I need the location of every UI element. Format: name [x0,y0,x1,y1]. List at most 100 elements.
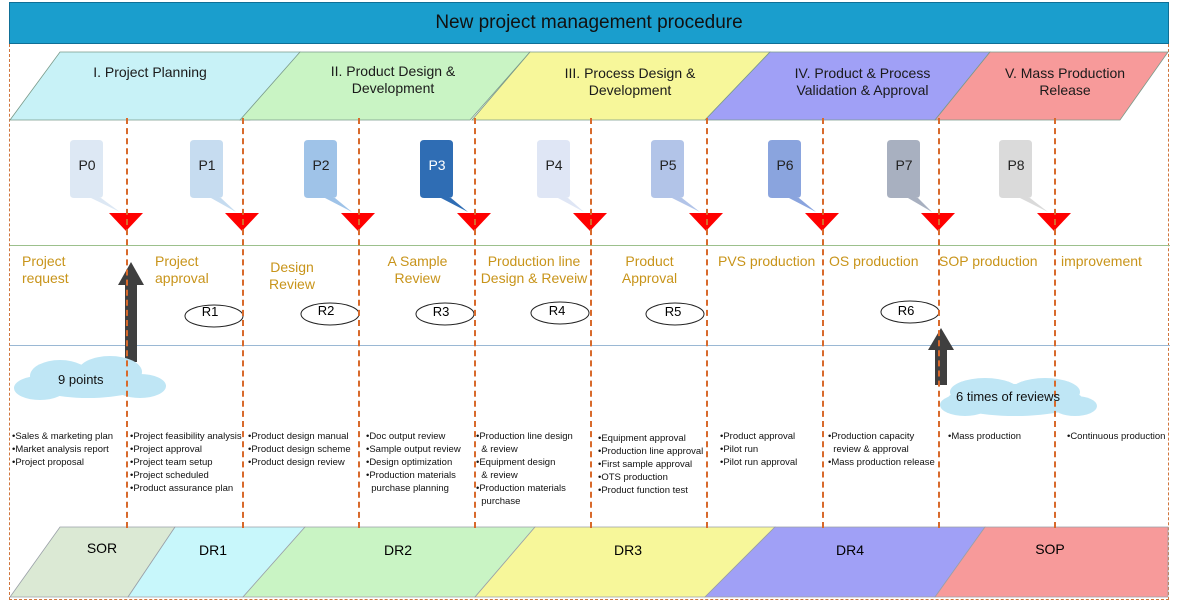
gate-line-2 [358,118,360,528]
gate-callout-p6 [768,140,816,212]
activity-list-8: •Mass production [948,430,1021,443]
milestone-shape-sop [934,526,1169,598]
phase-label-5: V. Mass Production Release [1004,65,1126,98]
step-project-request: Project request [22,253,69,286]
activity-item: •Pilot run [720,444,759,455]
note-points: 9 points [58,372,104,387]
step-project-approval: Project approval [155,253,209,286]
gate-line-8 [1054,118,1056,528]
activity-item: purchase planning [366,483,449,494]
gate-line-1 [242,118,244,528]
activity-item: •Market analysis report [12,444,109,455]
phase-shape-5 [934,51,1169,121]
activity-item: •Product design manual [248,431,349,442]
note-reviews: 6 times of reviews [956,389,1061,404]
gate-label-p4: P4 [545,157,563,173]
step-sop-production: SOP production [939,253,1038,269]
up-arrow-left [118,262,144,362]
activity-item: & review [476,444,518,455]
activity-item: •OTS production [598,472,668,483]
step-os-production: OS production [829,253,919,269]
activity-item: •Production line approval [598,446,704,457]
activity-item: •Pilot run approval [720,457,798,468]
activity-item: •Continuous production [1067,431,1166,442]
activity-item: •Equipment design [476,457,556,468]
activity-list-6: •Product approval •Pilot run •Pilot run ap… [720,430,797,469]
activity-list-0: •Sales & marketing plan •Market analysis … [12,430,113,469]
gate-line-6 [822,118,824,528]
step-design-review: Design Review [269,259,315,292]
gate-label-p8: P8 [1007,157,1025,173]
review-r4: R4 [548,303,566,318]
activity-list-4: •Production line design & review •Equipme… [476,430,573,508]
gate-callout-p8 [999,140,1048,212]
activity-list-2: •Product design manual •Product design sc… [248,430,351,469]
gate-callout-p1 [190,140,236,212]
review-ellipse-r5 [645,302,705,326]
review-r6: R6 [897,303,915,318]
activity-list-5: •Equipment approval•Production line appr… [598,432,703,497]
activity-item: purchase [476,496,521,507]
gate-label-p2: P2 [312,157,330,173]
activity-item: •Project team setup [130,457,213,468]
activity-item: •Production materials [476,483,566,494]
review-ellipse-r4 [530,301,590,325]
activity-item: •Doc output review [366,431,446,442]
step-a-sample-review: A Sample Review [387,253,448,286]
activity-item: •Production line design [476,431,573,442]
activity-item: •Project scheduled [130,470,209,481]
review-r3: R3 [432,304,450,319]
gate-line-7 [938,118,940,528]
activity-item: review & approval [828,444,909,455]
activity-item: •Product approval [720,431,796,442]
activity-item: •Design optimization [366,457,453,468]
gate-line-0 [126,118,128,528]
gate-label-p6: P6 [776,157,794,173]
activity-item: •Product function test [598,485,688,496]
gate-callout-p3 [420,140,468,212]
milestone-sop: SOP [1035,541,1065,557]
review-r2: R2 [317,303,335,318]
activity-item: •Product assurance plan [130,483,234,494]
gate-label-p0: P0 [78,157,96,173]
activity-item: •Project feasibility analysis [130,431,242,442]
milestone-dr3: DR3 [613,542,642,558]
activity-list-9: •Continuous production [1067,430,1165,443]
activity-list-7: •Production capacity review & approval •M… [828,430,935,469]
activity-list-3: •Doc output review•Sample output review•… [366,430,461,495]
activity-item: •Product design scheme [248,444,351,455]
gate-label-p1: P1 [198,157,216,173]
phase-shape-2 [239,51,531,121]
gate-callout-p4 [537,140,584,212]
activity-item: •Production capacity [828,431,915,442]
gate-label-p7: P7 [895,157,913,173]
phase-label-1: I. Project Planning [93,64,207,80]
frame-border [9,44,1169,600]
activity-item: •First sample approval [598,459,693,470]
gate-line-3 [474,118,476,528]
phase-label-2: II. Product Design & Development [330,63,456,96]
gate-callout-p2 [304,140,352,212]
activity-item: •Production materials [366,470,456,481]
review-r5: R5 [664,304,682,319]
activity-item: •Product design review [248,457,345,468]
gate-callout-p5 [651,140,700,212]
gate-line-4 [590,118,592,528]
milestone-dr4: DR4 [835,542,864,558]
activity-item: & review [476,470,518,481]
step-product-approval: Product Approval [621,253,678,286]
phase-label-4: IV. Product & Process Validation & Appro… [794,65,931,98]
gate-callout-p7 [887,140,932,212]
review-r1: R1 [201,304,219,319]
step-improvement: improvement [1061,253,1142,269]
cloud-reviews [940,378,1097,416]
activity-item: •Project proposal [12,457,84,468]
gate-line-5 [706,118,708,528]
activity-item: •Mass production release [828,457,935,468]
gate-callout-p0 [70,140,120,212]
activity-item: •Mass production [948,431,1022,442]
activity-item: •Sales & marketing plan [12,431,114,442]
milestone-dr2: DR2 [383,542,412,558]
milestone-sor: SOR [86,540,118,556]
